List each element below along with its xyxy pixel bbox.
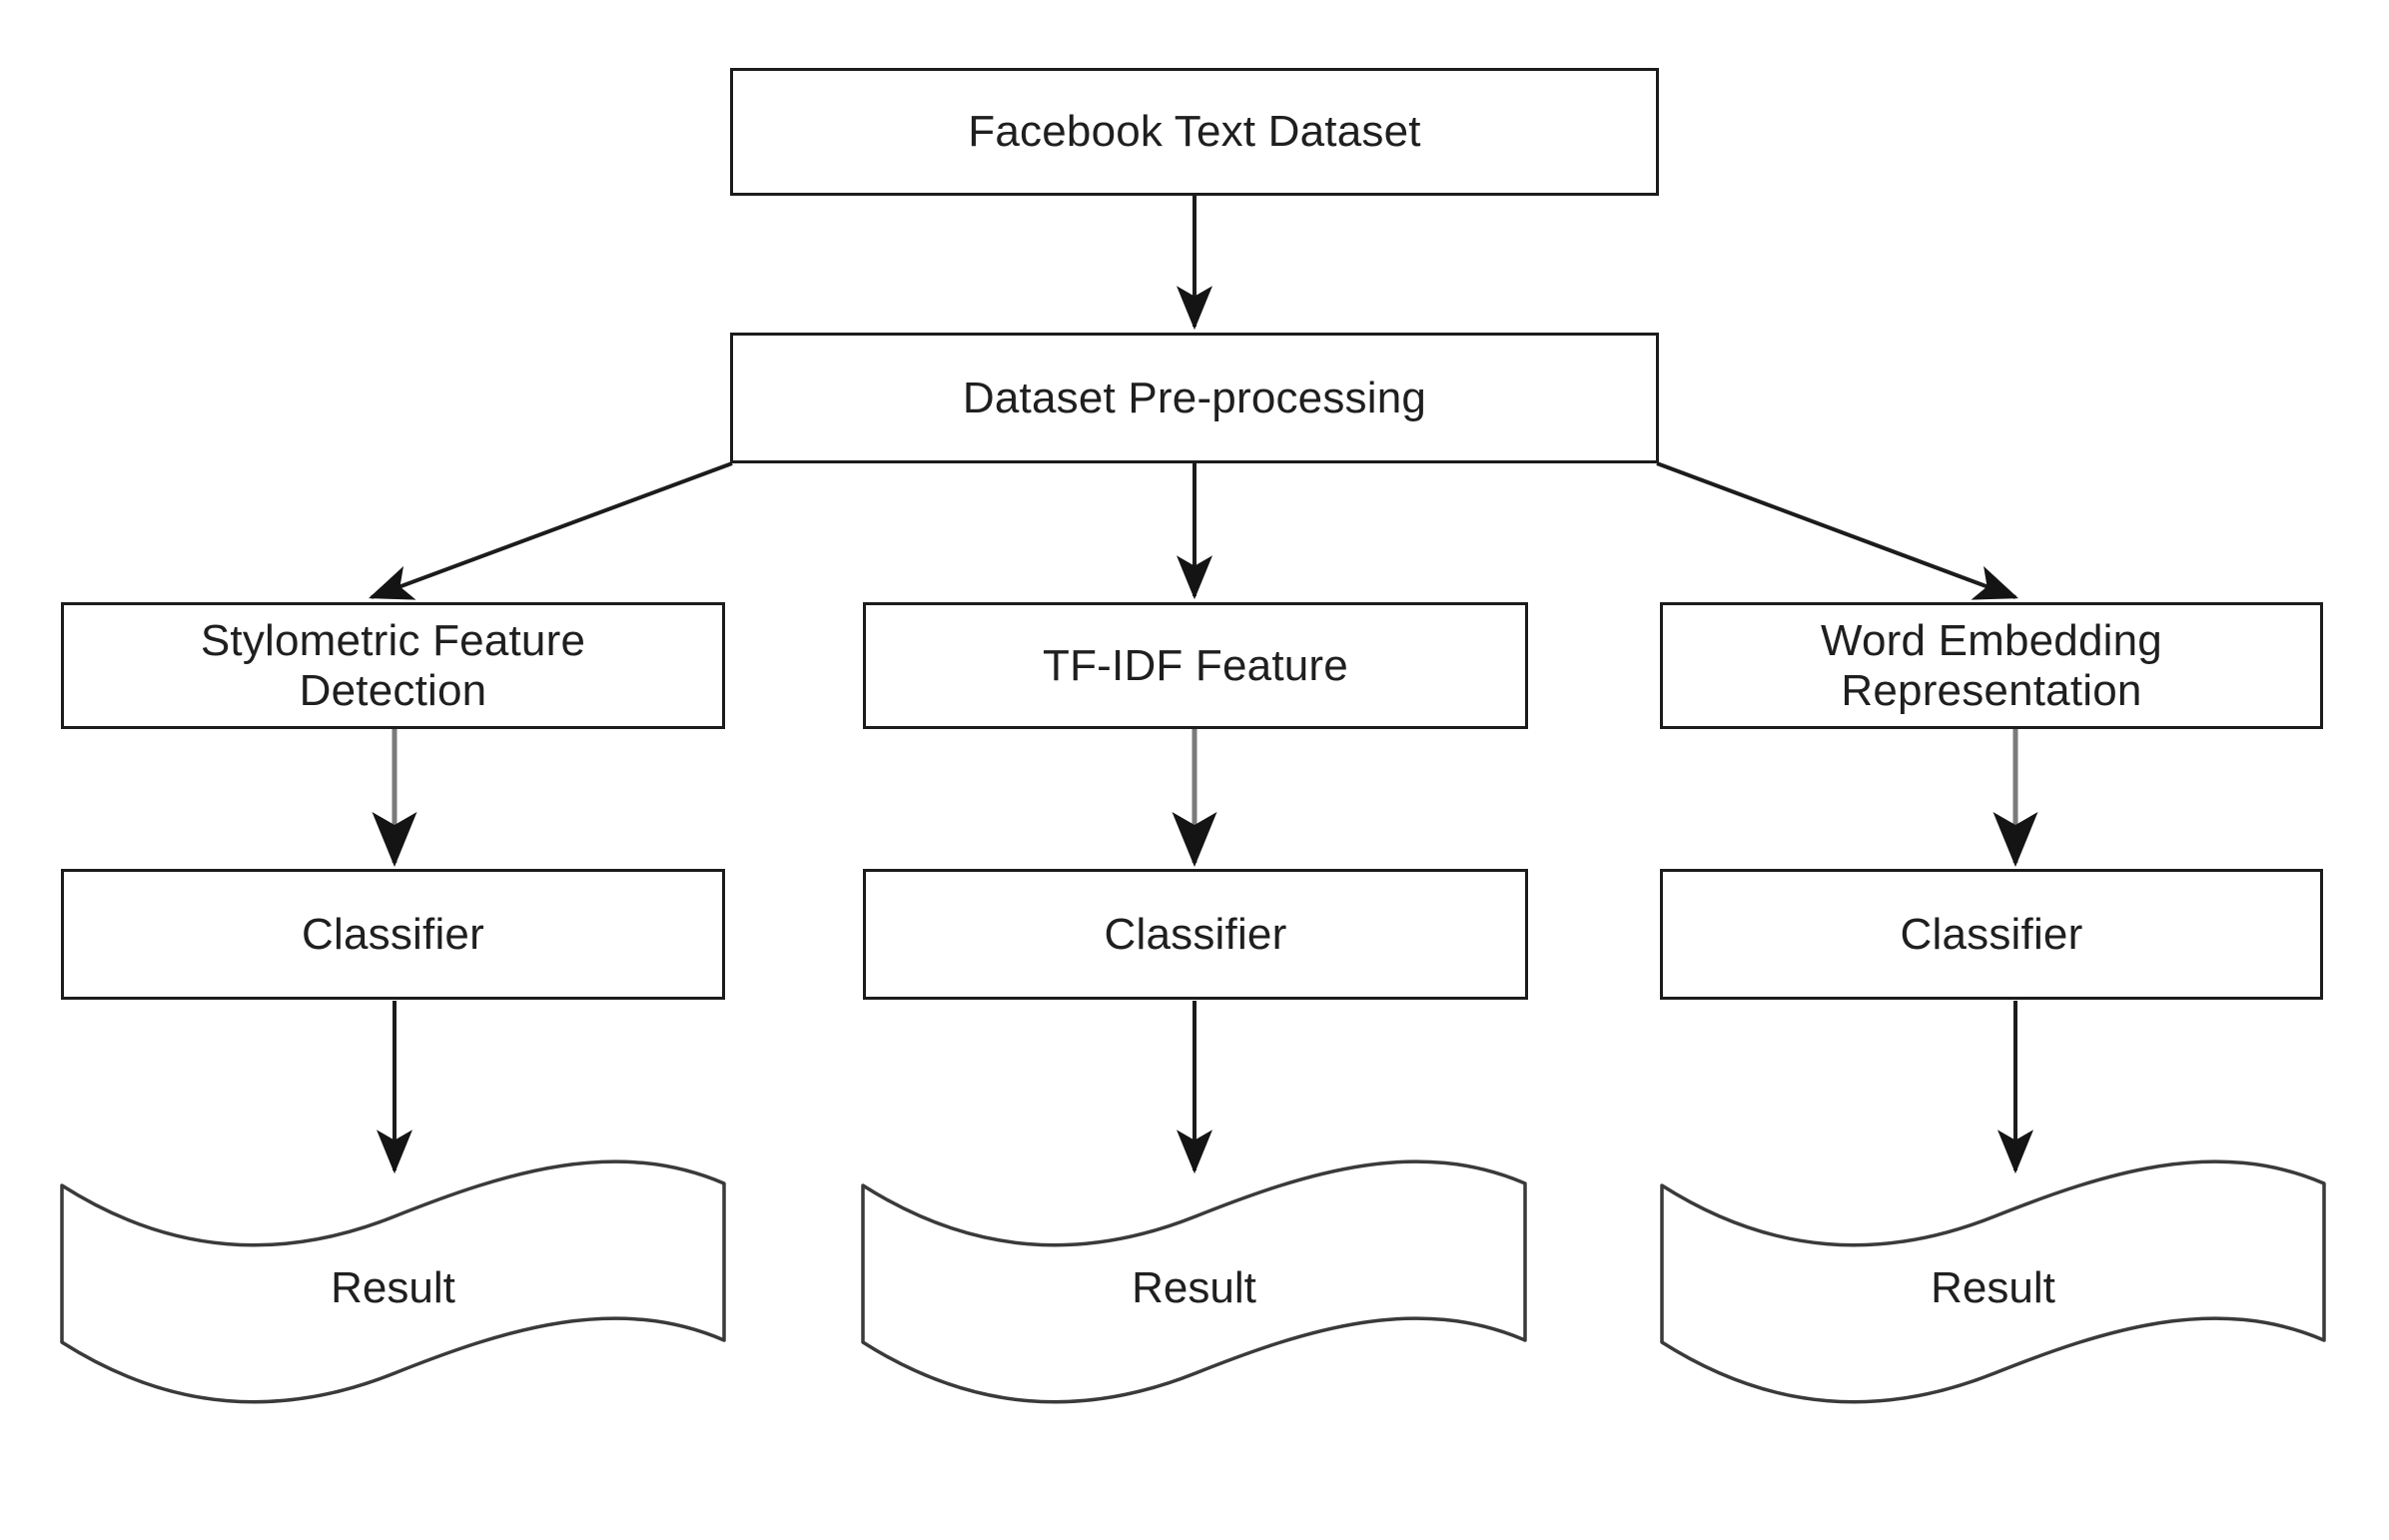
node-word-embedding-representation[interactable]: Word Embedding Representation — [1660, 602, 2323, 729]
edge-preprocessing-to-wordembedding — [1656, 461, 2018, 600]
node-tfidf-feature[interactable]: TF-IDF Feature — [863, 602, 1528, 729]
node-label-feature-3: Word Embedding Representation — [1821, 616, 2162, 715]
node-label-source: Facebook Text Dataset — [968, 107, 1421, 157]
node-label-classifier-2: Classifier — [1104, 909, 1287, 959]
node-label-result-1: Result — [331, 1263, 455, 1312]
node-label-feature-2: TF-IDF Feature — [1043, 640, 1348, 690]
node-classifier-3[interactable]: Classifier — [1660, 869, 2323, 1000]
node-facebook-text-dataset[interactable]: Facebook Text Dataset — [730, 68, 1659, 196]
node-dataset-preprocessing[interactable]: Dataset Pre-processing — [730, 333, 1659, 463]
node-stylometric-feature-detection[interactable]: Stylometric Feature Detection — [61, 602, 725, 729]
node-label-classifier-1: Classifier — [302, 909, 484, 959]
node-result-2[interactable]: Result — [861, 1178, 1527, 1398]
node-result-3[interactable]: Result — [1660, 1178, 2326, 1398]
node-label-result-2: Result — [1132, 1263, 1256, 1312]
node-result-1[interactable]: Result — [60, 1178, 726, 1398]
edge-preprocessing-to-stylometric — [369, 461, 733, 600]
node-label-classifier-3: Classifier — [1900, 909, 2083, 959]
node-label-feature-1: Stylometric Feature Detection — [200, 616, 586, 715]
node-label-preprocessing: Dataset Pre-processing — [962, 373, 1427, 422]
node-classifier-1[interactable]: Classifier — [61, 869, 725, 1000]
node-classifier-2[interactable]: Classifier — [863, 869, 1528, 1000]
node-label-result-3: Result — [1931, 1263, 2055, 1312]
